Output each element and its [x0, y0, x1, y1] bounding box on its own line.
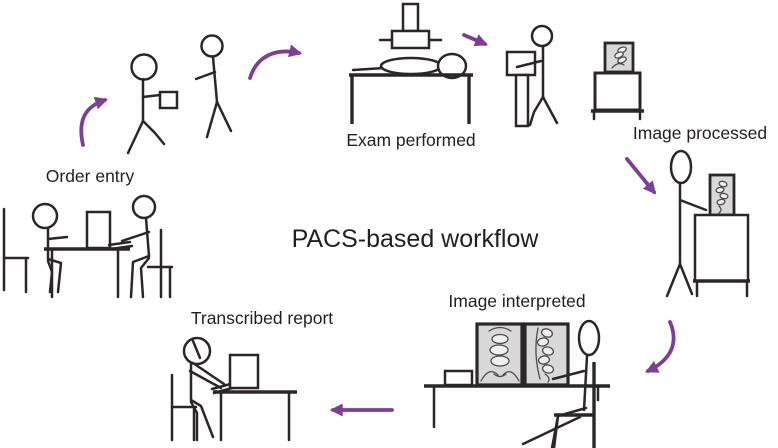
order-entry-scene — [2, 194, 174, 299]
arrow-processed-to-workstation-icon — [625, 157, 657, 195]
workstation-operator-figure — [665, 149, 708, 298]
radiologist-chair — [552, 362, 596, 448]
technologist-console-scene — [505, 24, 559, 128]
keyboard-icon — [443, 369, 474, 387]
clerk-chair — [146, 228, 174, 299]
technologist-figure — [515, 24, 559, 127]
patient-with-order-figure — [126, 53, 179, 155]
workstation-desk — [693, 213, 750, 298]
label-exam-performed: Exam performed — [346, 130, 475, 150]
escort-figure — [194, 34, 233, 139]
label-image-processed: Image processed — [633, 123, 767, 143]
xray-tube-icon — [378, 2, 443, 50]
patient-chair — [2, 207, 30, 294]
label-order-entry: Order entry — [46, 166, 135, 186]
arrow-workstation-to-interpreted-icon — [645, 320, 676, 373]
transcription-desk — [213, 390, 297, 442]
order-monitor — [85, 210, 112, 250]
image-interpreted-scene — [424, 319, 610, 448]
image-processed-scene — [591, 41, 644, 121]
console-stand — [514, 73, 530, 128]
transcribed-report-scene — [170, 336, 297, 442]
dictation-earpiece-icon — [191, 339, 202, 360]
label-image-interpreted: Image interpreted — [448, 291, 585, 311]
diagram-title: PACS-based workflow — [292, 225, 540, 253]
pacs-workstation-scene — [665, 149, 750, 298]
arrow-exam-to-console-icon — [462, 33, 488, 47]
transcription-chair — [170, 373, 198, 442]
exam-table — [349, 73, 473, 124]
transcriptionist-figure — [182, 336, 226, 442]
order-paper-icon — [158, 90, 179, 110]
monitor-cart — [591, 71, 644, 121]
arrow-order-to-walking-icon — [79, 96, 109, 147]
spine-ap-image-icon — [480, 326, 520, 382]
spine-lateral-image-icon — [535, 327, 555, 383]
reading-desk — [424, 384, 610, 429]
spine-image-workstation-icon — [715, 180, 729, 214]
exam-scene — [349, 2, 473, 124]
radiologist-figure — [521, 319, 601, 448]
walking-patients-scene — [126, 34, 233, 155]
arrow-walking-to-exam-icon — [248, 44, 303, 80]
order-desk — [44, 247, 130, 299]
label-transcribed-report: Transcribed report — [191, 308, 333, 328]
spine-image-small-icon — [611, 46, 627, 69]
flow-arrows — [79, 33, 676, 417]
order-clerk-figure — [120, 194, 157, 299]
transcription-monitor — [228, 353, 260, 390]
